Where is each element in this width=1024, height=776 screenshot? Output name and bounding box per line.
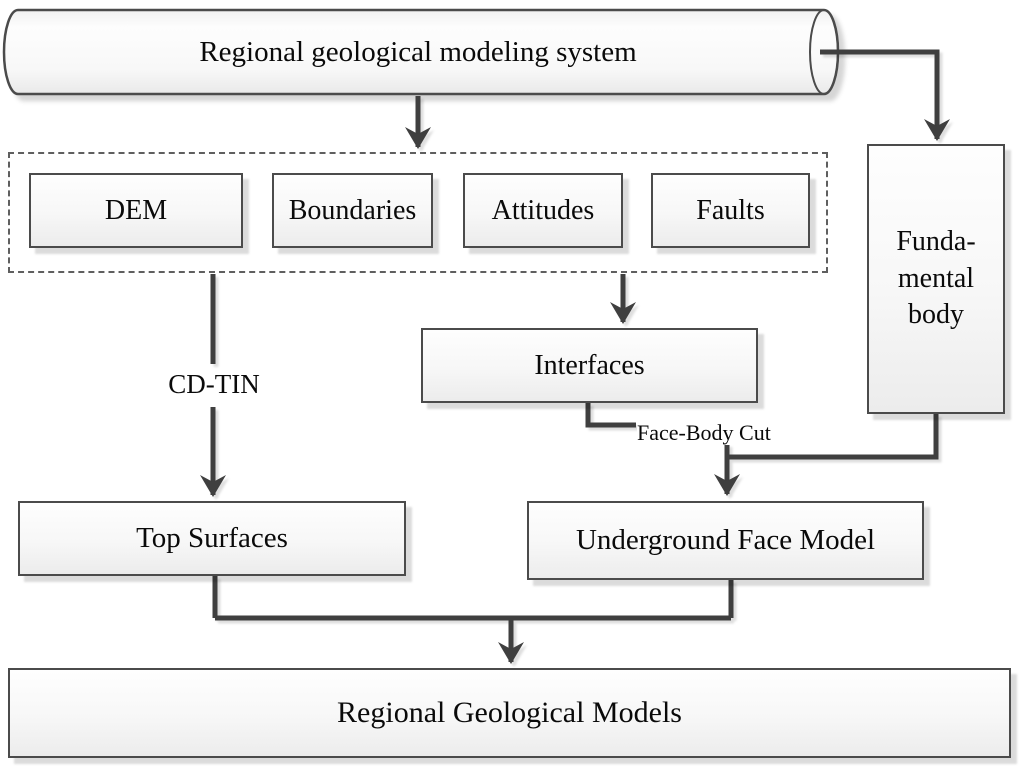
node-system-label: Regional geological modeling system: [199, 35, 637, 68]
node-attitudes-label: Attitudes: [491, 194, 595, 226]
edge-label-face-body-cut: Face-Body Cut: [637, 420, 789, 445]
edge-system-to-fundamental: [820, 49, 950, 141]
node-underground-face-model: Underground Face Model: [527, 501, 924, 580]
node-faults-label: Faults: [696, 194, 765, 226]
fundamental-line-2: mental: [897, 262, 975, 294]
node-top-surfaces-label: Top Surfaces: [136, 522, 288, 554]
node-boundaries-label: Boundaries: [288, 194, 417, 226]
node-faults: Faults: [651, 173, 810, 248]
node-regional-geological-models: Regional Geological Models: [8, 668, 1011, 758]
node-interfaces: Interfaces: [421, 328, 758, 403]
edge-interfaces-facebody-elbow: [585, 403, 636, 428]
node-fundamental-body: Funda- mental body: [867, 144, 1005, 414]
fundamental-line-3: body: [907, 299, 964, 331]
node-dem-label: DEM: [104, 194, 168, 226]
node-regional-geological-models-label: Regional Geological Models: [337, 696, 682, 729]
node-system-title: Regional geological modeling system: [18, 10, 818, 94]
node-fundamental-body-text: Funda- mental body: [896, 224, 975, 335]
node-boundaries: Boundaries: [272, 173, 433, 248]
node-attitudes: Attitudes: [463, 173, 623, 248]
node-underground-face-model-label: Underground Face Model: [575, 524, 876, 556]
node-interfaces-label: Interfaces: [534, 349, 645, 381]
fundamental-line-1: Funda-: [896, 225, 976, 257]
edge-label-cd-tin: CD-TIN: [149, 369, 279, 399]
node-dem: DEM: [29, 173, 243, 248]
face-body-cut-text: Face-Body Cut: [637, 420, 771, 445]
input-group-dashed-box: [8, 152, 828, 273]
cd-tin-text: CD-TIN: [168, 368, 260, 399]
node-top-surfaces: Top Surfaces: [18, 501, 406, 576]
